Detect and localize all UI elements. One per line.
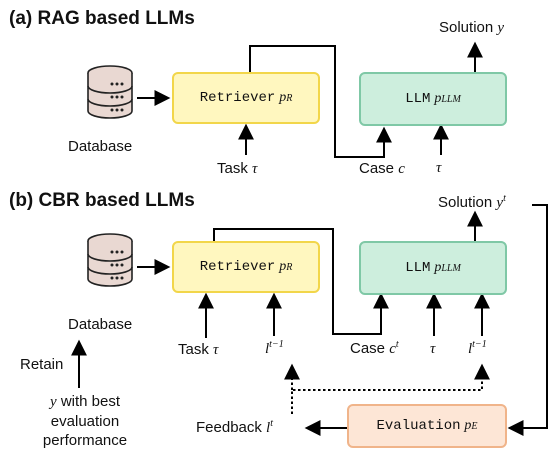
retriever-a-sub: R <box>286 92 293 104</box>
case-a-label: Case c <box>359 160 405 178</box>
case-a-text: Case <box>359 160 395 177</box>
solution-b-text: Solution <box>438 194 493 211</box>
panel-a-title: (a) RAG based LLMs <box>9 8 195 29</box>
lprev-llm-sup: t−1 <box>472 339 487 350</box>
lprev-retriever-sup: t−1 <box>269 339 284 350</box>
lprev-retriever-label: lt−1 <box>265 339 284 358</box>
task-a-label: Task τ <box>217 160 257 178</box>
retain-note-var: y <box>49 394 57 410</box>
retriever-b-var: p <box>279 259 287 274</box>
feedback-sup: t <box>270 418 273 429</box>
retain-note-line2: evaluation <box>50 413 120 430</box>
solution-a-var: y <box>497 20 505 36</box>
retain-label: Retain <box>20 356 64 373</box>
database-a-icon <box>87 65 133 119</box>
solution-b-label: Solution yt <box>438 193 506 212</box>
retain-note-line3: performance <box>42 432 128 449</box>
llm-b-sub: LLM <box>441 262 461 274</box>
case-a-var: c <box>398 161 405 177</box>
llm-a-name: LLM <box>405 91 431 107</box>
solution-b-var: y <box>496 195 504 211</box>
task-a-var: τ <box>252 161 258 177</box>
dotted-feedback-to-llm <box>291 363 490 414</box>
database-b-label: Database <box>68 316 133 333</box>
solution-a-label: Solution y <box>439 19 504 37</box>
task-b-text: Task <box>178 341 209 358</box>
task-b-var: τ <box>213 342 219 358</box>
case-b-text: Case <box>350 340 386 357</box>
case-b-label: Case ct <box>350 339 399 358</box>
evaluation-var: p <box>464 418 472 433</box>
case-b-sup: t <box>395 339 399 350</box>
arrow-retriever-to-llm-b <box>213 228 389 335</box>
retain-note: y with best evaluation performance <box>38 392 132 450</box>
arrow-solution-to-evaluation <box>507 204 548 436</box>
lprev-llm-var: l <box>468 341 473 357</box>
retriever-a-name: Retriever <box>199 90 276 106</box>
panel-b-title: (b) CBR based LLMs <box>9 190 195 211</box>
retain-note-line1: with best <box>60 393 121 410</box>
llm-a-sub: LLM <box>441 93 461 105</box>
evaluation-name: Evaluation <box>376 418 461 434</box>
arrow-retriever-to-llm-a <box>249 45 392 158</box>
retriever-b-name: Retriever <box>199 259 276 275</box>
lprev-llm-label: lt−1 <box>468 339 487 358</box>
database-b-icon <box>87 233 133 287</box>
retriever-b-sub: R <box>286 261 293 273</box>
solution-a-text: Solution <box>439 19 494 36</box>
llm-a-var: p <box>434 91 442 106</box>
evaluation-sub: E <box>471 420 478 432</box>
lprev-retriever-var: l <box>265 341 270 357</box>
task-a-text: Task <box>217 160 248 177</box>
tau-a-label: τ <box>436 160 442 176</box>
task-b-label: Task τ <box>178 341 218 359</box>
llm-b-var: p <box>434 260 442 275</box>
tau-b-label: τ <box>430 341 436 357</box>
database-a-label: Database <box>68 138 133 155</box>
retriever-a-var: p <box>279 90 287 105</box>
feedback-var: l <box>266 420 271 436</box>
case-b-var: c <box>389 341 396 357</box>
feedback-label: Feedback lt <box>196 418 273 437</box>
llm-b-name: LLM <box>405 260 431 276</box>
feedback-text: Feedback <box>196 419 262 436</box>
solution-b-sup: t <box>503 193 506 204</box>
